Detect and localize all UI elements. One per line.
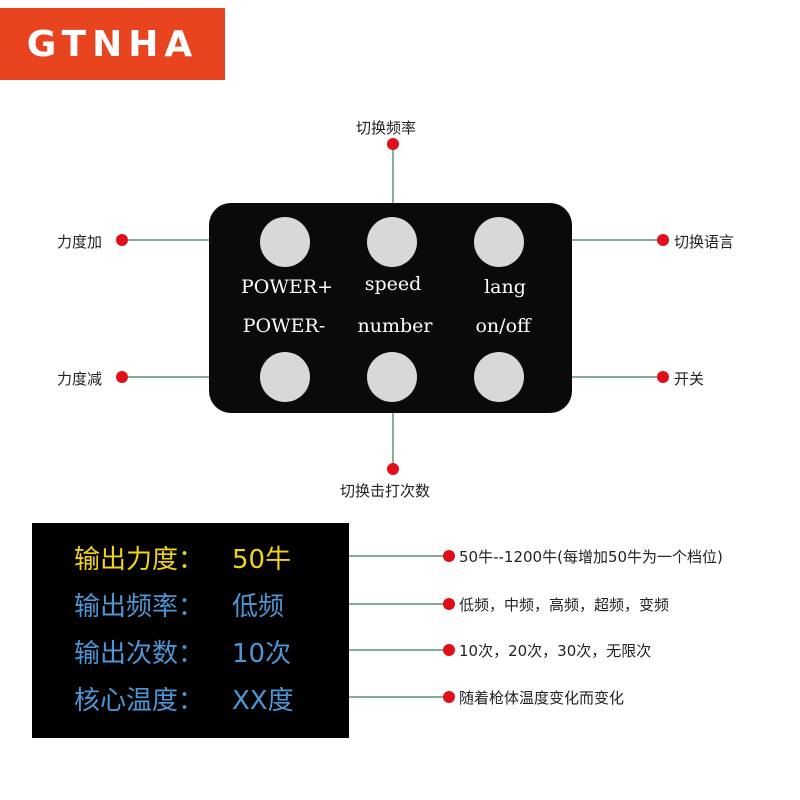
row-label-temperature: 核心温度： <box>74 686 205 716</box>
callout-dot-lang <box>657 234 669 246</box>
speed-button[interactable] <box>367 217 417 267</box>
on-off-label: on/off <box>475 315 531 337</box>
callout-speed-switch: 切换频率 <box>356 119 417 137</box>
row-value-temperature: XX度 <box>232 686 294 716</box>
power-down-label: POWER- <box>242 315 326 337</box>
callout-number-switch: 切换击打次数 <box>340 482 431 500</box>
row-label-frequency: 输出频率： <box>74 592 205 622</box>
row-label-force: 输出力度： <box>74 545 205 575</box>
row-label-count: 输出次数： <box>74 639 205 669</box>
desc-count: 10次，20次，30次，无限次 <box>459 642 652 660</box>
callout-on-off: 开关 <box>674 370 705 388</box>
speed-label: speed <box>364 273 422 295</box>
remote-panel: POWER+ speed lang POWER- number on/off <box>209 203 572 413</box>
desc-dot-count <box>443 644 455 656</box>
lang-label: lang <box>484 276 526 298</box>
callout-dot-power-down <box>116 371 128 383</box>
row-value-force: 50牛 <box>232 545 292 575</box>
callout-dot-number <box>387 463 399 475</box>
callout-lang-switch: 切换语言 <box>674 233 735 251</box>
on-off-button[interactable] <box>474 352 524 402</box>
brand-logo: GTNHA <box>0 8 225 80</box>
power-up-button[interactable] <box>260 217 310 267</box>
logo-text: GTNHA <box>26 23 199 65</box>
desc-dot-force <box>443 550 455 562</box>
callout-dot-speed <box>387 138 399 150</box>
callout-dot-on-off <box>657 371 669 383</box>
desc-temperature: 随着枪体温度变化而变化 <box>459 689 625 707</box>
desc-dot-frequency <box>443 598 455 610</box>
number-label: number <box>357 315 433 337</box>
desc-frequency: 低频，中频，高频，超频，变频 <box>459 596 670 614</box>
display-panel: 输出力度： 50牛 输出频率： 低频 输出次数： 10次 核心温度： XX度 <box>32 523 349 738</box>
callout-power-down: 力度减 <box>57 370 103 388</box>
callout-power-up: 力度加 <box>57 233 103 251</box>
power-up-label: POWER+ <box>241 276 333 298</box>
row-value-count: 10次 <box>232 639 292 669</box>
power-down-button[interactable] <box>260 352 310 402</box>
lang-button[interactable] <box>474 217 524 267</box>
number-button[interactable] <box>367 352 417 402</box>
desc-dot-temperature <box>443 691 455 703</box>
desc-force: 50牛--1200牛(每增加50牛为一个档位) <box>459 548 723 566</box>
callout-dot-power-up <box>116 234 128 246</box>
row-value-frequency: 低频 <box>232 592 285 622</box>
